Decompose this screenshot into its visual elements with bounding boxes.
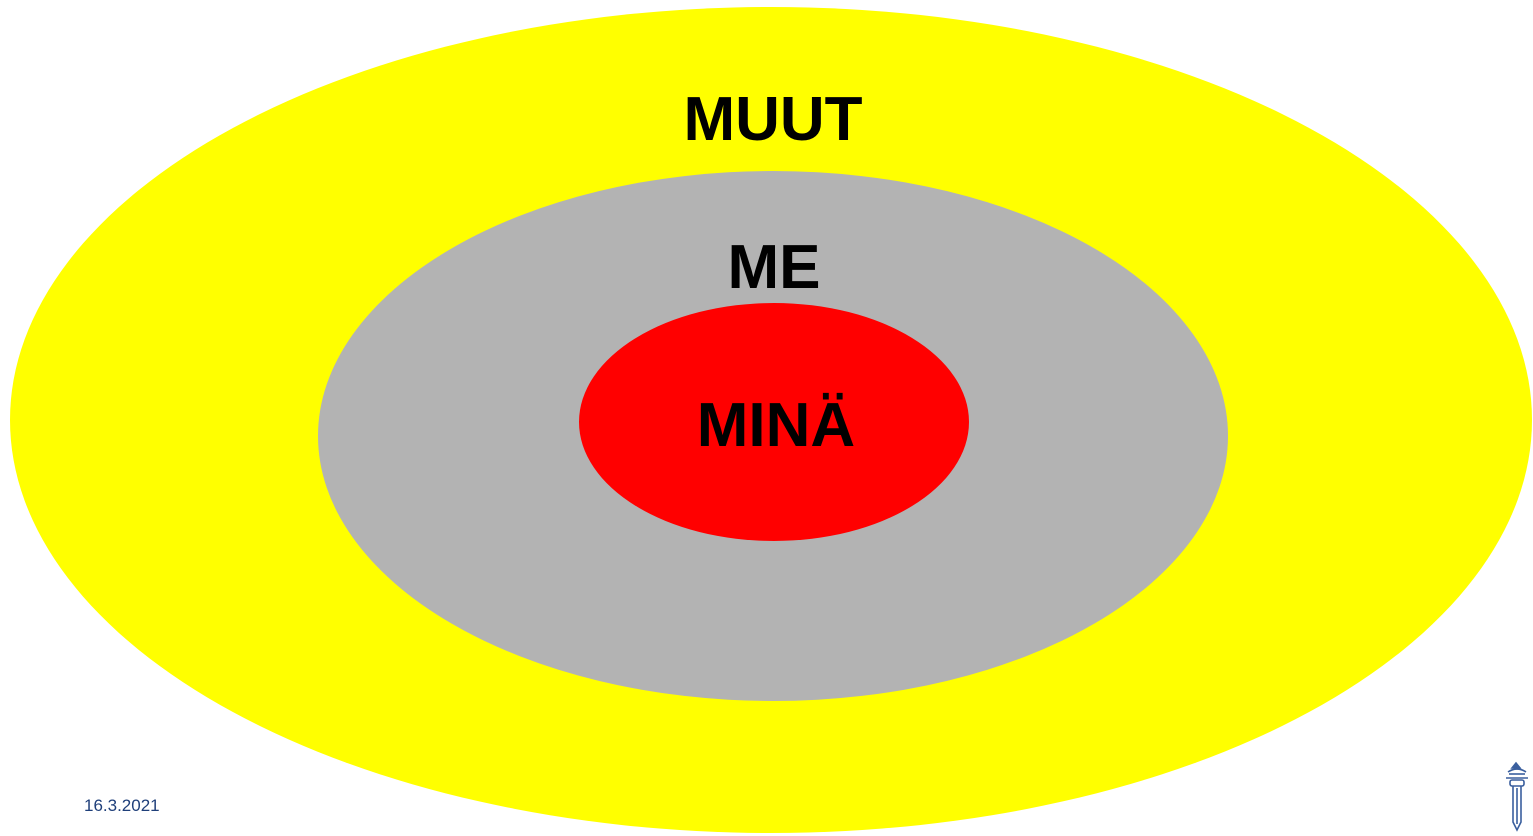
footer-date: 16.3.2021 — [84, 796, 160, 815]
outer-label: MUUT — [683, 85, 862, 154]
inner-label: MINÄ — [697, 391, 855, 460]
coat-of-arms-sword-icon — [1506, 761, 1528, 832]
middle-label: ME — [728, 233, 821, 302]
inner-ellipse-mina — [579, 303, 969, 541]
